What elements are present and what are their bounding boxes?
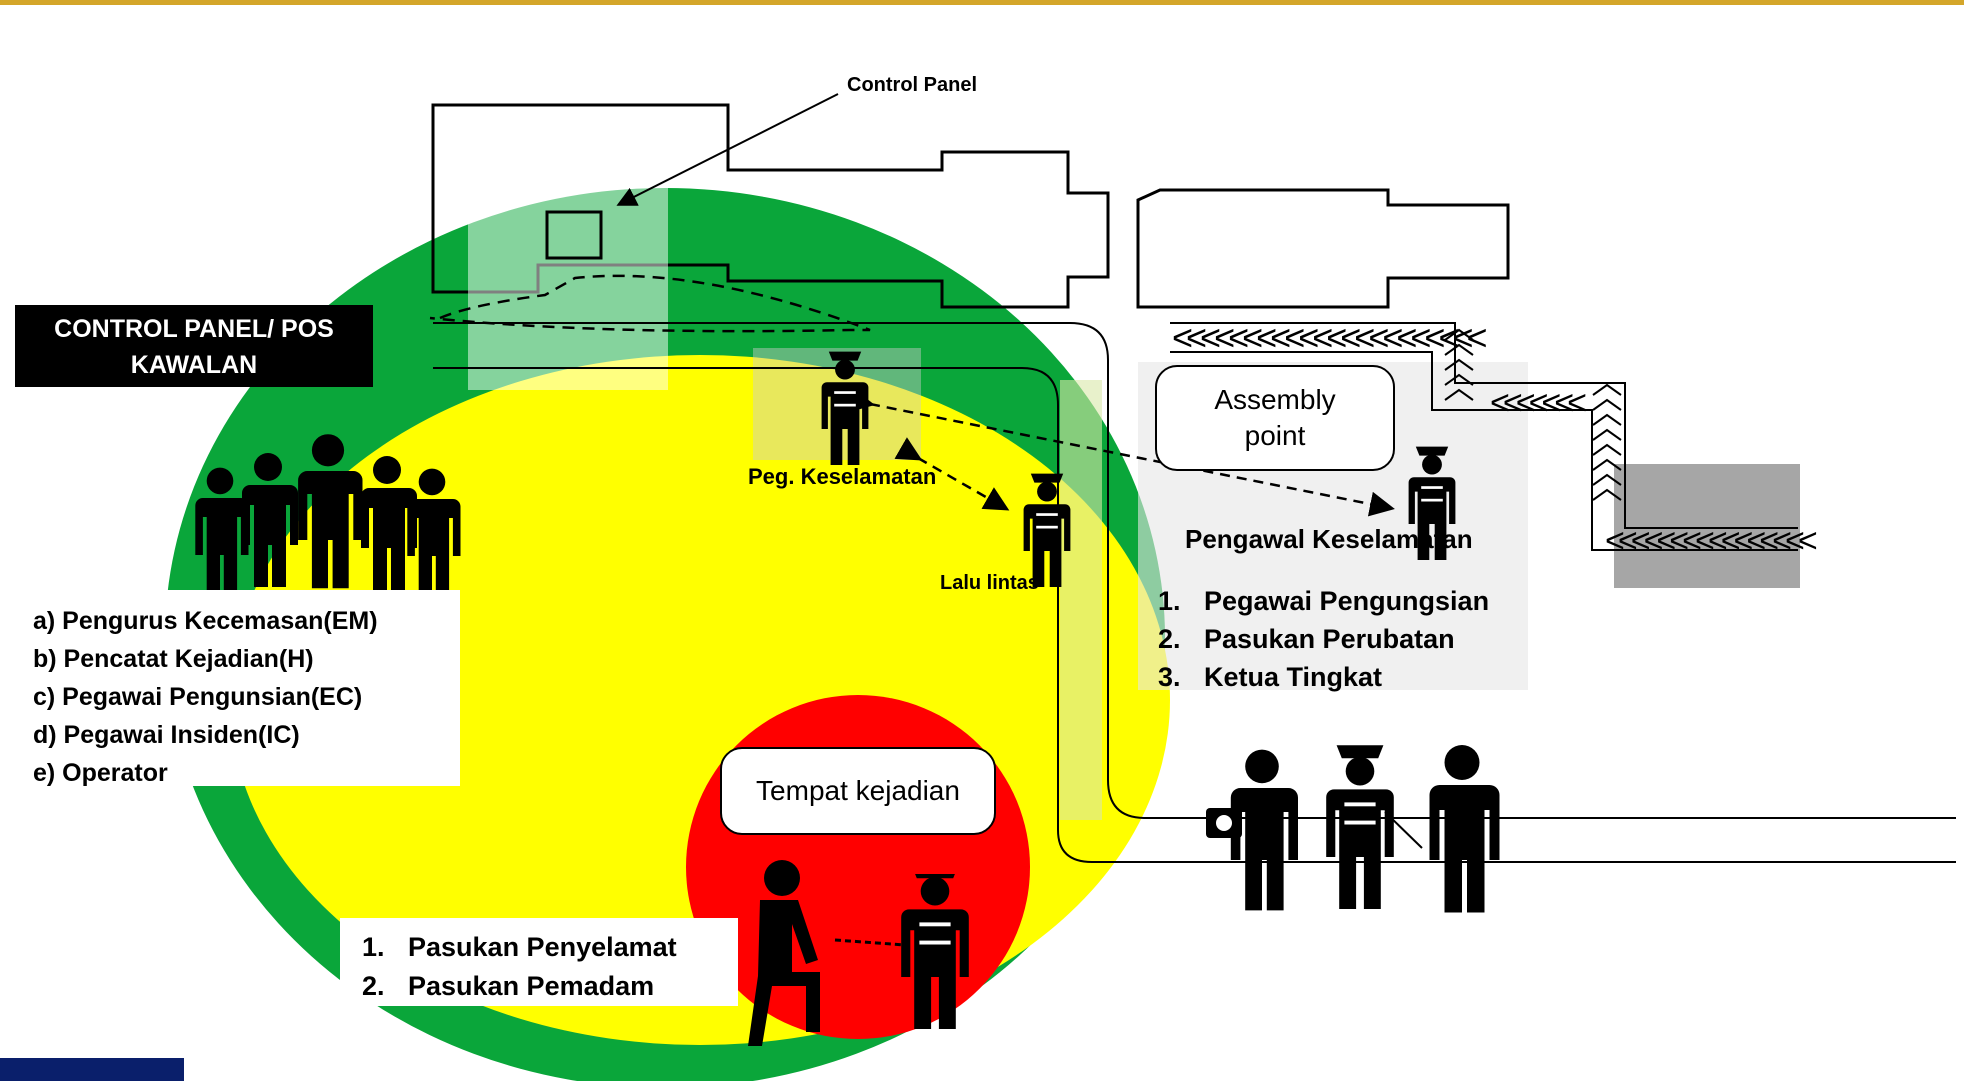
traffic-corridor	[1060, 380, 1102, 820]
staircase: <<<<<<<<<<<<<<<<<<<<<< <<<<<<< <<<<<<<<<…	[1170, 317, 1824, 560]
tempat-kejadian-bubble: Tempat kejadian	[720, 747, 996, 835]
supervisor-icon	[1429, 745, 1500, 913]
partial-logo	[0, 1058, 184, 1081]
svg-text:<<<<<<<: <<<<<<<	[1490, 384, 1586, 422]
peg-keselamatan-label: Peg. Keselamatan	[748, 464, 937, 489]
left-role-item: d) Pegawai Insiden(IC)	[33, 721, 300, 749]
header-box: CONTROL PANEL/ POS KAWALAN	[15, 305, 373, 387]
stairs-landing	[1614, 464, 1800, 588]
control-panel-label: Control Panel	[847, 74, 978, 96]
building-second	[1136, 188, 1510, 309]
svg-text:<<<<<<<<<<<<<<<<<<<<<<: <<<<<<<<<<<<<<<<<<<<<<	[1172, 317, 1486, 358]
medic-icon	[1206, 749, 1298, 911]
top-band	[0, 0, 1964, 5]
bottom-roles-list: 1.Pasukan Penyelamat 2.Pasukan Pemadam	[340, 918, 738, 1006]
bottom-role-item: 1.Pasukan Penyelamat	[362, 932, 677, 962]
header-line-1: CONTROL PANEL/ POS	[54, 315, 334, 343]
left-role-item: b) Pencatat Kejadian(H)	[33, 645, 314, 673]
right-roles-list: 1.Pegawai Pengungsian 2.Pasukan Perubata…	[1158, 582, 1489, 696]
right-role-item: 3.Ketua Tingkat	[1158, 662, 1383, 692]
control-panel-area	[468, 188, 668, 390]
header-line-2: KAWALAN	[130, 351, 258, 379]
guard-icon	[1326, 745, 1423, 909]
left-role-item: e) Operator	[33, 759, 168, 787]
bottom-role-item: 2.Pasukan Pemadam	[362, 971, 655, 1001]
control-panel-callout-arrow	[616, 93, 839, 206]
firefighter-icon	[834, 862, 969, 1029]
pengawal-keselamatan-label: Pengawal Keselamatan	[1185, 524, 1473, 554]
left-roles-list: a) Pengurus Kecemasan(EM) b) Pencatat Ke…	[15, 590, 460, 787]
right-role-item: 1.Pegawai Pengungsian	[1158, 586, 1490, 616]
left-role-item: a) Pengurus Kecemasan(EM)	[33, 607, 378, 635]
assembly-line-1: Assembly	[1214, 384, 1336, 415]
svg-text:<<<<<<<<<<<<<<<<: <<<<<<<<<<<<<<<<	[1605, 522, 1817, 560]
rescuer-icon	[748, 860, 820, 1046]
right-role-item: 2.Pasukan Perubatan	[1158, 624, 1455, 654]
lalu-lintas-label: Lalu lintas	[940, 572, 1039, 594]
assembly-line-2: point	[1244, 420, 1306, 451]
assembly-point-bubble: Assembly point	[1155, 365, 1395, 471]
dashed-route	[429, 274, 871, 333]
road-line-outer	[433, 322, 1956, 819]
dash-arrow-officer-assembly	[847, 387, 1395, 517]
control-panel-box	[545, 210, 603, 260]
left-role-item: c) Pegawai Pengunsian(EC)	[33, 683, 363, 711]
